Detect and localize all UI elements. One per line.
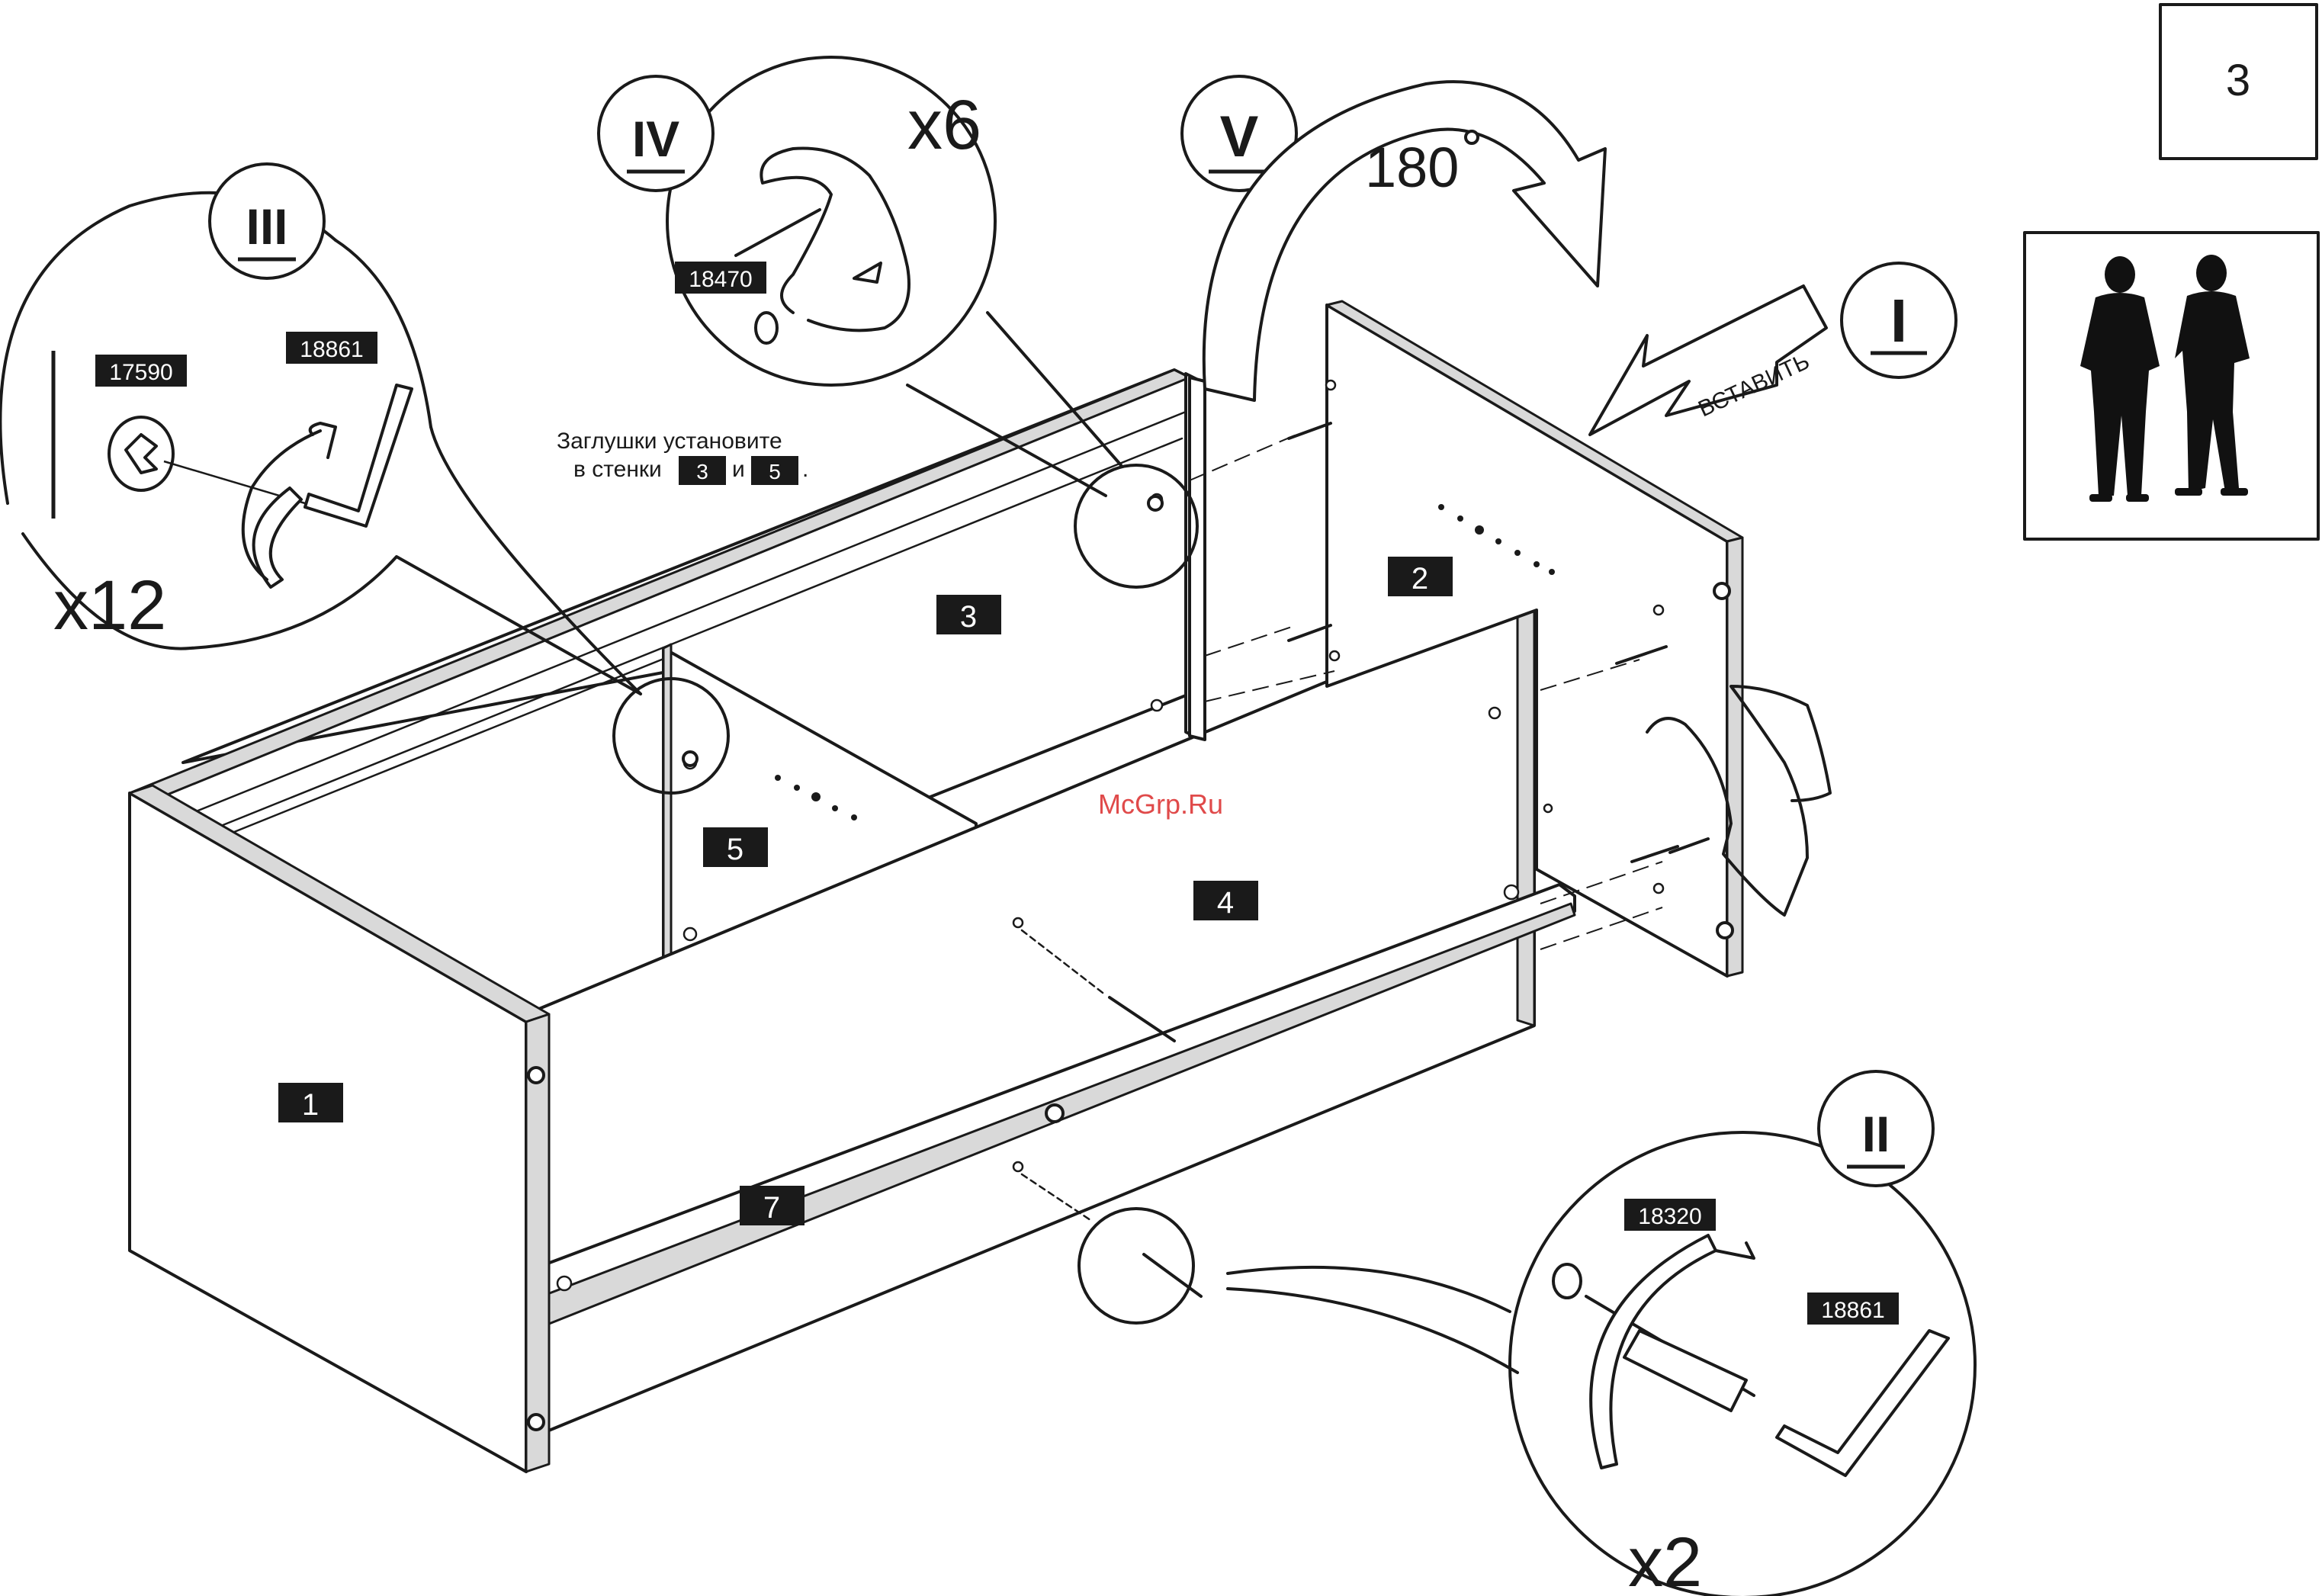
svg-text:IV: IV (632, 111, 679, 167)
svg-text:5: 5 (727, 833, 743, 866)
svg-text:.: . (802, 457, 808, 482)
panel-label-3: 3 (936, 595, 1001, 634)
svg-text:18320: 18320 (1638, 1204, 1701, 1229)
step-number-box: 3 (2160, 5, 2317, 159)
svg-text:3: 3 (696, 460, 708, 483)
svg-text:1: 1 (302, 1088, 319, 1122)
step-number: 3 (2226, 56, 2250, 105)
cam-lock-icon (109, 417, 173, 490)
panel-label-1: 1 (278, 1083, 343, 1122)
svg-text:III: III (246, 198, 287, 255)
note: Заглушки установите в стенки 3 и 5 . (557, 429, 808, 485)
svg-text:Заглушки установите: Заглушки установите (557, 429, 782, 454)
panel-label-7: 7 (740, 1186, 805, 1225)
watermark: McGrp.Ru (1098, 788, 1223, 820)
hand-icon (761, 148, 909, 330)
svg-text:3: 3 (960, 600, 977, 634)
svg-text:V: V (1220, 104, 1259, 169)
svg-text:7: 7 (763, 1191, 780, 1225)
svg-text:2: 2 (1412, 562, 1428, 596)
hex-key-icon (305, 385, 412, 526)
svg-text:18861: 18861 (1821, 1298, 1884, 1323)
svg-text:17590: 17590 (109, 360, 172, 385)
quantity-x2: x2 (1628, 1524, 1702, 1596)
quantity-x6: x6 (907, 86, 981, 164)
panel-label-2: 2 (1388, 557, 1453, 596)
svg-text:5: 5 (769, 460, 781, 483)
two-people-box (2025, 233, 2318, 539)
rotation-degrees: 180 (1365, 136, 1459, 199)
svg-text:в стенки: в стенки (573, 457, 662, 482)
quantity-x12: x12 (53, 567, 166, 644)
svg-text:II: II (1862, 1106, 1890, 1162)
hex-key-icon (1777, 1331, 1948, 1476)
panel-label-4: 4 (1193, 881, 1258, 920)
svg-text:18861: 18861 (300, 337, 363, 362)
cap-plug-icon (756, 313, 777, 343)
svg-text:I: I (1890, 287, 1907, 355)
panel-label-5: 5 (703, 827, 768, 867)
cam-bolt-icon (1624, 1331, 1746, 1411)
svg-text:4: 4 (1217, 886, 1234, 920)
step-I: I ВСТАВИТЬ (1590, 263, 1956, 435)
svg-text:и: и (732, 457, 745, 482)
svg-text:18470: 18470 (689, 267, 752, 292)
